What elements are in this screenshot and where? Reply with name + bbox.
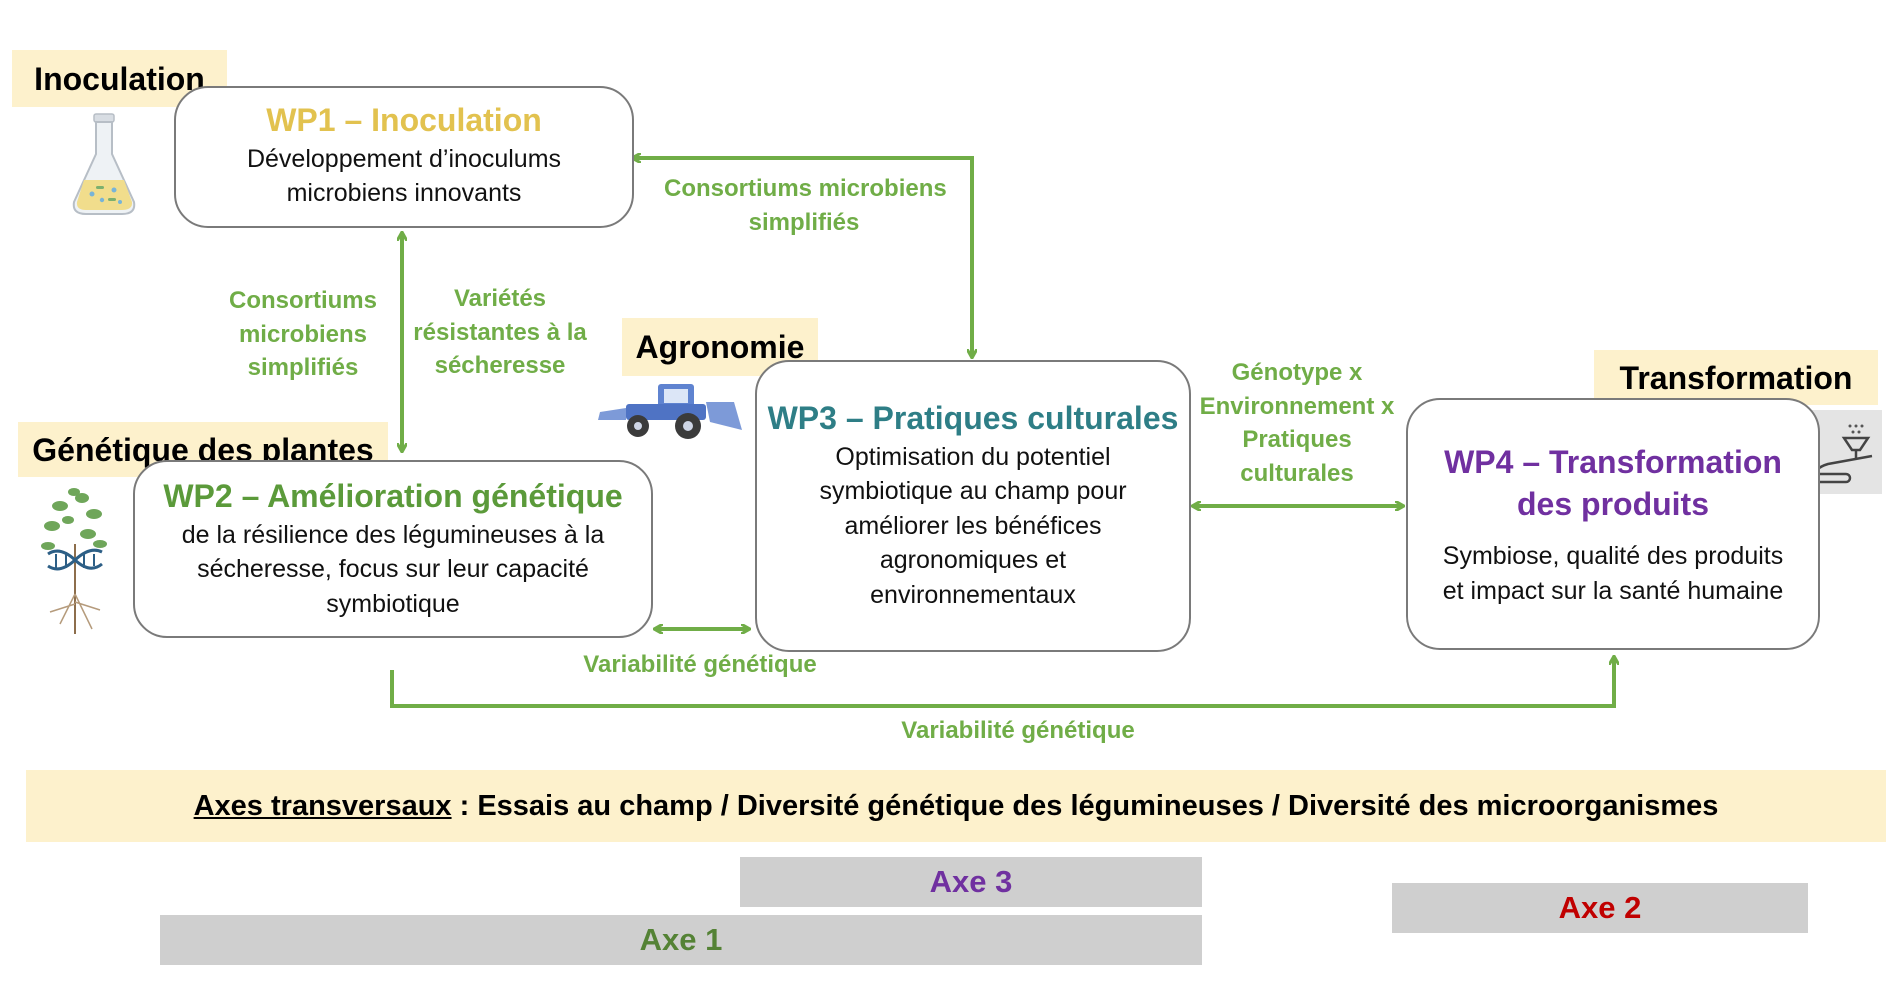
wp3-title: WP3 – Pratiques culturales xyxy=(767,400,1179,436)
arrow-wp1-wp3 xyxy=(634,158,972,356)
axes-banner-title: Axes transversaux xyxy=(193,789,452,822)
wp3-desc-line4: agronomiques et xyxy=(879,546,1067,575)
wp3-desc-line1: Optimisation du potentiel xyxy=(835,442,1111,471)
link-label-wp1-wp2-right: Variétés résistantes à la sécheresse xyxy=(412,282,588,383)
link-label-wp1-wp2-left-line2: microbiens xyxy=(238,320,368,348)
axes-banner: Axes transversaux : Essais au champ / Di… xyxy=(26,770,1886,842)
plant-dna-icon xyxy=(41,488,107,634)
wp3-box: WP3 – Pratiques culturales Optimisation … xyxy=(755,360,1191,652)
link-label-wp3-wp4-line1: Génotype x xyxy=(1231,359,1363,386)
wp4-box: WP4 – Transformation des produits Symbio… xyxy=(1406,398,1820,650)
axe2-bar: Axe 2 xyxy=(1392,883,1808,933)
wp4-desc-line2: et impact sur la santé humaine xyxy=(1442,576,1784,605)
tag-transformation: Transformation xyxy=(1594,350,1878,405)
link-label-wp3-wp4-line3: Pratiques xyxy=(1242,426,1352,454)
link-label-wp1-wp2-right-line3: sécheresse xyxy=(434,352,566,380)
wp4-title-line2: des produits xyxy=(1516,485,1709,522)
wp4-title-line1: WP4 – Transformation xyxy=(1444,444,1782,480)
tractor-icon xyxy=(598,384,742,439)
wp1-title: WP1 – Inoculation xyxy=(266,102,542,138)
link-label-wp2-wp3: Variabilité génétique xyxy=(583,651,817,678)
link-label-wp1-wp2-left: Consortiums microbiens simplifiés xyxy=(220,284,386,385)
link-label-wp1-wp3-line1: Consortiums microbiens xyxy=(664,175,947,202)
wp2-desc-line1: de la résilience des légumineuses à la xyxy=(181,520,605,549)
link-label-wp1-wp3-line2: simplifiés xyxy=(748,208,860,236)
axe1-bar: Axe 1 xyxy=(160,915,1202,965)
wp4-desc-line1: Symbiose, qualité des produits xyxy=(1442,542,1784,571)
wp1-desc-line1: Développement d’inoculums xyxy=(246,144,562,173)
wp2-desc-line3: symbiotique xyxy=(326,589,460,618)
link-label-wp1-wp2-left-line1: Consortiums xyxy=(228,287,377,314)
axe3-bar: Axe 3 xyxy=(740,857,1202,907)
link-label-wp1-wp2-left-line3: simplifiés xyxy=(247,354,359,382)
wp3-desc-line2: symbiotique au champ pour xyxy=(819,477,1127,506)
axes-banner-text: : Essais au champ / Diversité génétique … xyxy=(451,789,1719,822)
wp2-title: WP2 – Amélioration génétique xyxy=(163,478,623,514)
wp1-box: WP1 – Inoculation Développement d’inocul… xyxy=(174,86,634,228)
wp3-desc-line5: environnementaux xyxy=(870,580,1076,609)
wp1-desc-line2: microbiens innovants xyxy=(286,179,522,208)
wp2-desc-line2: sécheresse, focus sur leur capacité xyxy=(197,555,589,584)
link-label-wp2-wp4: Variabilité génétique xyxy=(901,717,1135,744)
link-label-wp3-wp4-line4: culturales xyxy=(1240,459,1354,487)
link-label-wp1-wp2-right-line2: résistantes à la xyxy=(413,318,587,346)
link-label-wp3-wp4-line2: Environnement x xyxy=(1199,392,1395,420)
link-label-wp1-wp3: Consortiums microbiens simplifiés xyxy=(664,172,947,239)
arrow-wp2-wp4 xyxy=(390,658,1614,708)
flask-icon xyxy=(72,113,136,215)
wp3-desc-line3: améliorer les bénéfices xyxy=(844,511,1102,540)
wp2-box: WP2 – Amélioration génétique de la résil… xyxy=(133,460,653,638)
link-label-wp3-wp4: Génotype x Environnement x Pratiques cul… xyxy=(1192,356,1402,490)
link-label-wp1-wp2-right-line1: Variétés xyxy=(453,285,547,312)
